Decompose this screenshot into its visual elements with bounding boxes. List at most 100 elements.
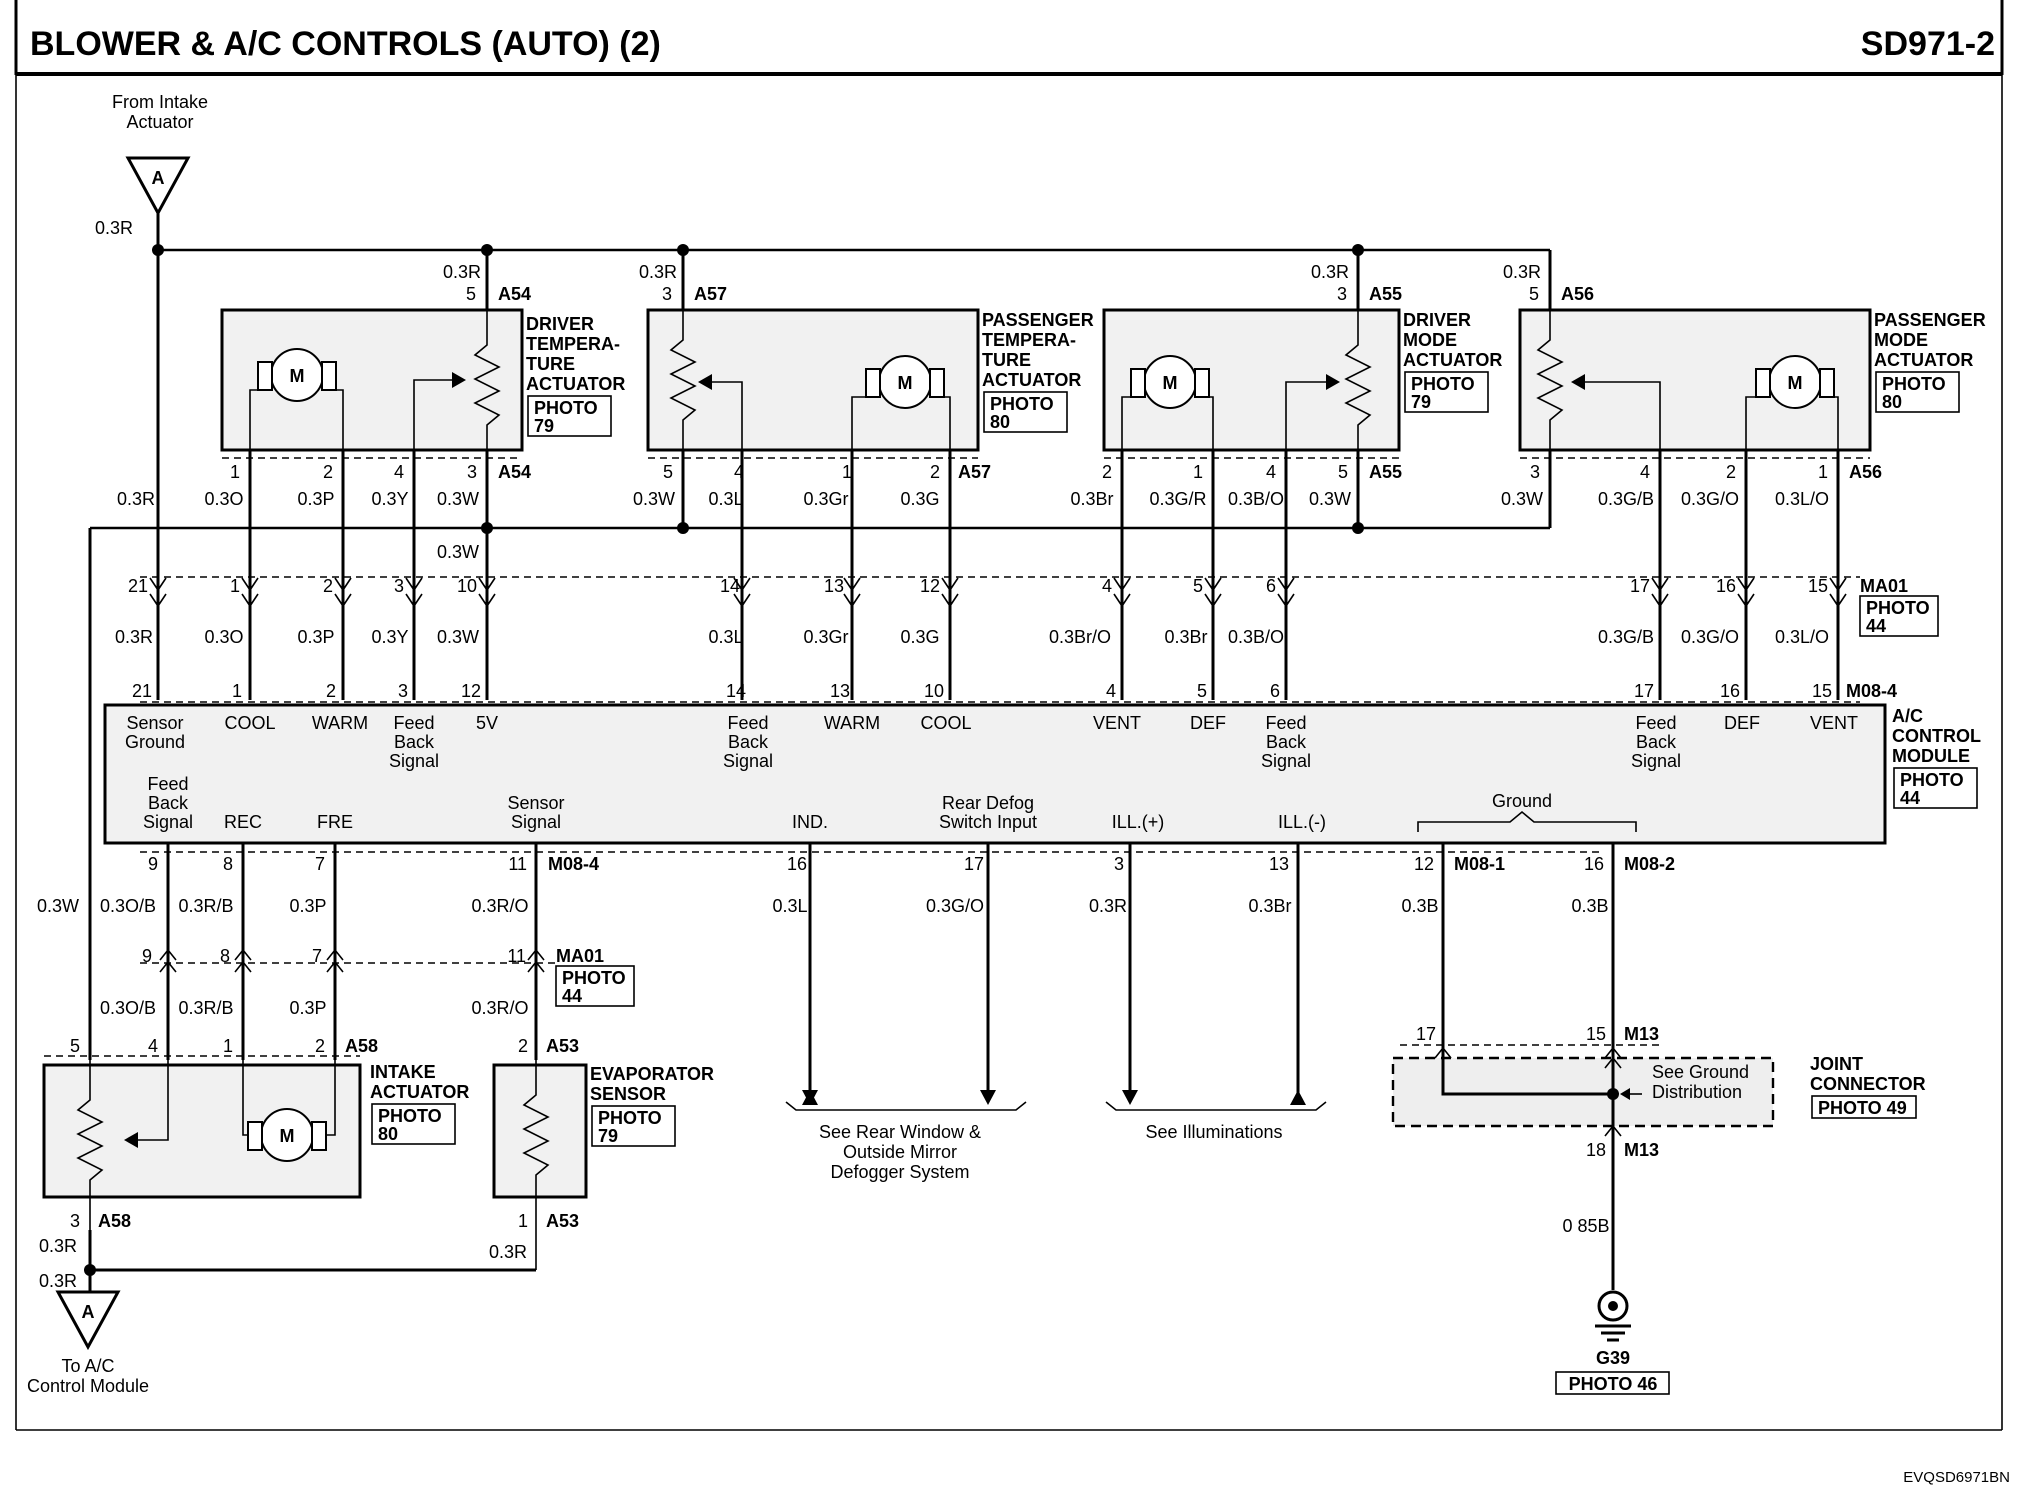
svg-text:G39: G39 xyxy=(1596,1348,1630,1368)
svg-text:13: 13 xyxy=(824,576,844,596)
svg-text:9: 9 xyxy=(148,854,158,874)
svg-text:DRIVER: DRIVER xyxy=(1403,310,1471,330)
svg-text:Signal: Signal xyxy=(1631,751,1681,771)
svg-text:0.3W: 0.3W xyxy=(1309,489,1351,509)
svg-text:See Illuminations: See Illuminations xyxy=(1145,1122,1282,1142)
page-frame xyxy=(15,74,2003,1431)
svg-text:0.3Gr: 0.3Gr xyxy=(803,489,848,509)
svg-text:A58: A58 xyxy=(98,1211,131,1231)
motor-symbol: M xyxy=(280,1126,295,1146)
svg-text:PHOTO: PHOTO xyxy=(1900,770,1964,790)
svg-text:Feed: Feed xyxy=(1265,713,1306,733)
svg-text:10: 10 xyxy=(457,576,477,596)
svg-text:0.3B/O: 0.3B/O xyxy=(1228,627,1284,647)
svg-text:VENT: VENT xyxy=(1810,713,1858,733)
svg-text:3: 3 xyxy=(394,576,404,596)
svg-text:Feed: Feed xyxy=(727,713,768,733)
svg-text:0.3Y: 0.3Y xyxy=(371,627,408,647)
svg-text:PHOTO: PHOTO xyxy=(378,1106,442,1126)
svg-text:0.3W: 0.3W xyxy=(633,489,675,509)
svg-text:3: 3 xyxy=(1530,462,1540,482)
svg-text:A54: A54 xyxy=(498,462,531,482)
svg-text:80: 80 xyxy=(378,1124,398,1144)
svg-text:Ground: Ground xyxy=(1492,791,1552,811)
svg-text:5V: 5V xyxy=(476,713,498,733)
svg-text:5: 5 xyxy=(70,1036,80,1056)
svg-text:0.3L: 0.3L xyxy=(708,489,743,509)
svg-text:M08-1: M08-1 xyxy=(1454,854,1505,874)
svg-text:Distribution: Distribution xyxy=(1652,1082,1742,1102)
svg-text:21: 21 xyxy=(132,681,152,701)
svg-text:0.3Br: 0.3Br xyxy=(1164,627,1207,647)
svg-text:TEMPERA-: TEMPERA- xyxy=(982,330,1076,350)
svg-text:0.3L: 0.3L xyxy=(708,627,743,647)
svg-text:0.3G/O: 0.3G/O xyxy=(1681,627,1739,647)
svg-text:0.3P: 0.3P xyxy=(297,489,334,509)
svg-text:11: 11 xyxy=(507,946,526,966)
svg-text:0.3W: 0.3W xyxy=(37,896,79,916)
svg-text:2: 2 xyxy=(518,1036,528,1056)
svg-text:1: 1 xyxy=(1818,462,1828,482)
svg-text:7: 7 xyxy=(315,854,325,874)
svg-text:0.3B: 0.3B xyxy=(1571,896,1608,916)
svg-text:Signal: Signal xyxy=(1261,751,1311,771)
svg-text:Feed: Feed xyxy=(393,713,434,733)
svg-text:TURE: TURE xyxy=(982,350,1031,370)
svg-text:Back: Back xyxy=(1266,732,1307,752)
svg-text:4: 4 xyxy=(1102,576,1112,596)
svg-text:0.3G/R: 0.3G/R xyxy=(1149,489,1206,509)
svg-text:1: 1 xyxy=(842,462,852,482)
top-connector-labels: 5 A54 3 A57 3 A55 5 A56 xyxy=(466,284,1594,304)
svg-text:1: 1 xyxy=(1193,462,1203,482)
svg-text:0.3G/O: 0.3G/O xyxy=(926,896,984,916)
svg-text:Signal: Signal xyxy=(389,751,439,771)
svg-text:Control Module: Control Module xyxy=(27,1376,149,1396)
actuator-bottom-pins: 1 2 4 3 A54 5 4 1 2 A57 2 1 4 5 A55 3 4 … xyxy=(222,457,1882,482)
driver-mode-actuator: M DRIVER MODE ACTUATOR PHOTO 79 xyxy=(1102,308,1502,452)
svg-text:CONTROL: CONTROL xyxy=(1892,726,1981,746)
svg-text:WARM: WARM xyxy=(312,713,368,733)
svg-text:CONNECTOR: CONNECTOR xyxy=(1810,1074,1926,1094)
svg-text:13: 13 xyxy=(1269,854,1289,874)
svg-text:4: 4 xyxy=(394,462,404,482)
svg-text:0.3R/O: 0.3R/O xyxy=(471,896,528,916)
svg-text:ILL.(-): ILL.(-) xyxy=(1278,812,1326,832)
svg-text:0.3R: 0.3R xyxy=(443,262,481,282)
svg-text:M13: M13 xyxy=(1624,1024,1659,1044)
svg-text:Signal: Signal xyxy=(511,812,561,832)
svg-text:SENSOR: SENSOR xyxy=(590,1084,666,1104)
svg-text:M08-2: M08-2 xyxy=(1624,854,1675,874)
svg-text:80: 80 xyxy=(1882,392,1902,412)
svg-text:A53: A53 xyxy=(546,1036,579,1056)
svg-text:7: 7 xyxy=(312,946,322,966)
svg-text:5: 5 xyxy=(1338,462,1348,482)
svg-text:0.3Gr: 0.3Gr xyxy=(803,627,848,647)
svg-text:0.3B: 0.3B xyxy=(1401,896,1438,916)
svg-text:12: 12 xyxy=(1414,854,1434,874)
svg-text:Sensor: Sensor xyxy=(507,793,564,813)
svg-text:16: 16 xyxy=(1584,854,1604,874)
svg-text:ACTUATOR: ACTUATOR xyxy=(526,374,625,394)
motor-symbol: M xyxy=(1163,373,1178,393)
svg-text:A53: A53 xyxy=(546,1211,579,1231)
svg-text:MODULE: MODULE xyxy=(1892,746,1970,766)
svg-text:5: 5 xyxy=(1529,284,1539,304)
svg-text:1: 1 xyxy=(223,1036,233,1056)
svg-text:0.3Br/O: 0.3Br/O xyxy=(1049,627,1111,647)
svg-text:PASSENGER: PASSENGER xyxy=(1874,310,1986,330)
svg-text:3: 3 xyxy=(70,1211,80,1231)
svg-text:PHOTO: PHOTO xyxy=(1882,374,1946,394)
svg-text:1: 1 xyxy=(230,576,240,596)
svg-text:MODE: MODE xyxy=(1874,330,1928,350)
svg-text:2: 2 xyxy=(315,1036,325,1056)
svg-text:3: 3 xyxy=(398,681,408,701)
svg-text:EVAPORATOR: EVAPORATOR xyxy=(590,1064,714,1084)
svg-text:0.3R: 0.3R xyxy=(1503,262,1541,282)
svg-text:0.3G: 0.3G xyxy=(900,627,939,647)
svg-text:Back: Back xyxy=(728,732,769,752)
illumination-ref: See Illuminations xyxy=(1105,1090,1327,1142)
svg-text:0.3R: 0.3R xyxy=(115,627,153,647)
acm-bottom-pins: 9 8 7 11 M08-4 16 17 3 13 12 M08-1 16 M0… xyxy=(148,854,1675,874)
svg-text:ILL.(+): ILL.(+) xyxy=(1112,812,1165,832)
svg-text:Signal: Signal xyxy=(143,812,193,832)
